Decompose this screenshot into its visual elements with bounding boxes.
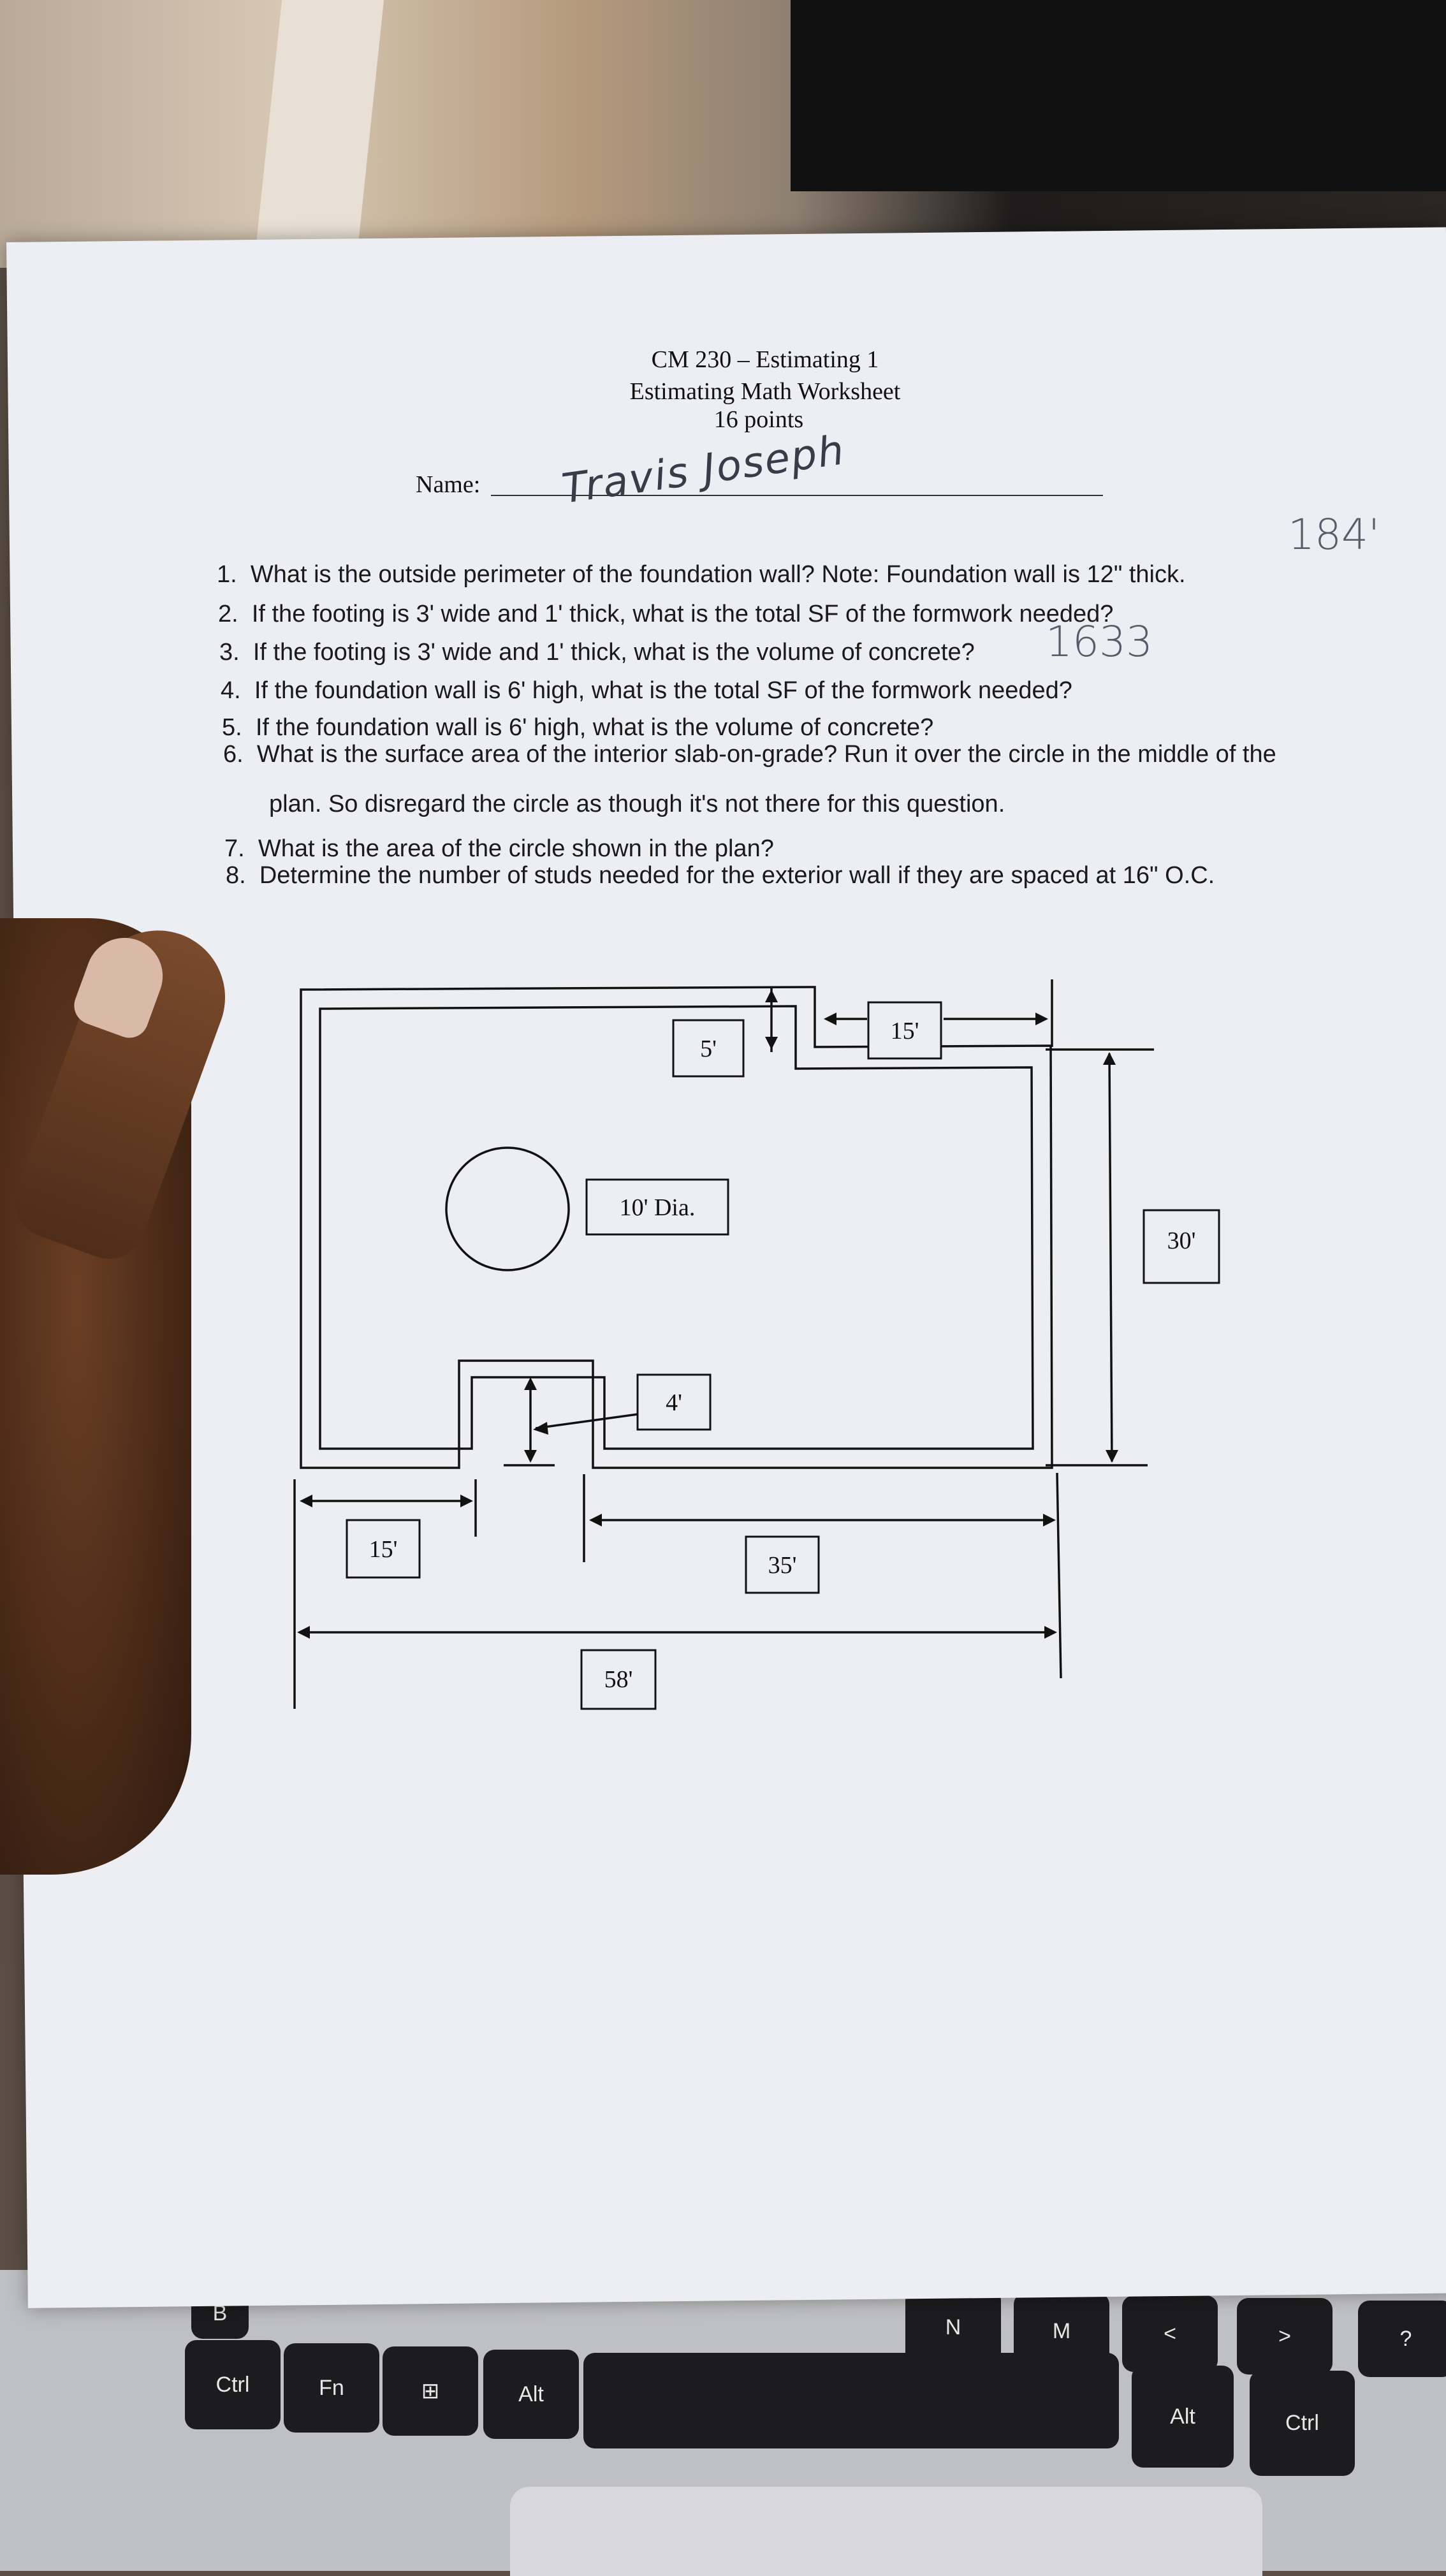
- foundation-wall-inner: [319, 1005, 1034, 1450]
- key-slash[interactable]: ?: [1358, 2301, 1446, 2377]
- points-label: 16 points: [713, 406, 804, 433]
- label-box-circle: [585, 1178, 729, 1236]
- dim-height: 30': [1167, 1227, 1196, 1254]
- question-text: If the foundation wall is 6' high, what …: [255, 714, 934, 741]
- key-ctrl-right[interactable]: Ctrl: [1250, 2371, 1355, 2476]
- question-number: 6.: [223, 741, 244, 768]
- key-ctrl-right-label: Ctrl: [1285, 2411, 1319, 2435]
- question-text: Determine the number of studs needed for…: [259, 862, 1215, 889]
- circle-10ft: [445, 1146, 570, 1271]
- question-number: 4.: [221, 677, 241, 704]
- dimension-arrowheads: [297, 990, 1118, 1639]
- course-title: CM 230 – Estimating 1: [651, 346, 879, 373]
- question-text: What is the area of the circle shown in …: [258, 835, 774, 862]
- foundation-wall-outer: [300, 986, 1053, 1469]
- dim-notch-top: 5': [700, 1036, 717, 1062]
- question-text: plan. So disregard the circle as though …: [269, 791, 1005, 817]
- key-alt-left-label: Alt: [518, 2382, 544, 2406]
- key-b-label: B: [212, 2301, 228, 2325]
- key-n-label: N: [945, 2315, 961, 2339]
- handwritten-answer-q1: 184': [1288, 510, 1380, 559]
- key-fn-label: Fn: [319, 2375, 344, 2400]
- key-ctrl-left[interactable]: Ctrl: [185, 2340, 281, 2429]
- question-3: 3. If the footing is 3' wide and 1' thic…: [219, 639, 975, 666]
- question-4: 4. If the foundation wall is 6' high, wh…: [221, 677, 1072, 705]
- label-box-overall: [580, 1649, 657, 1710]
- name-line: [491, 495, 1103, 496]
- key-comma[interactable]: <: [1122, 2295, 1218, 2372]
- windows-icon: ⊞: [421, 2379, 440, 2403]
- question-8: 8. Determine the number of studs needed …: [226, 862, 1215, 889]
- key-ctrl-left-label: Ctrl: [215, 2372, 250, 2397]
- dim-notch-bottom: 4': [666, 1389, 682, 1416]
- question-text: What is the outside perimeter of the fou…: [250, 561, 1186, 588]
- key-period-label: >: [1278, 2324, 1291, 2348]
- label-box-top-right: [867, 1001, 942, 1060]
- question-text: If the foundation wall is 6' high, what …: [254, 677, 1072, 704]
- question-number: 5.: [222, 714, 242, 741]
- question-number: 7.: [224, 835, 245, 862]
- key-alt-right-label: Alt: [1170, 2404, 1195, 2429]
- key-windows[interactable]: ⊞: [383, 2346, 478, 2436]
- key-m-label: M: [1052, 2318, 1071, 2343]
- key-slash-label: ?: [1399, 2326, 1412, 2351]
- question-number: 1.: [217, 561, 237, 588]
- question-number: 3.: [219, 639, 240, 666]
- question-number: 8.: [226, 862, 246, 889]
- label-box-bottom-left: [346, 1519, 421, 1579]
- key-space[interactable]: [583, 2353, 1119, 2448]
- dim-circle: 10' Dia.: [620, 1194, 696, 1221]
- background-tv: [791, 0, 1446, 191]
- dim-bottom-left: 15': [369, 1536, 398, 1563]
- dim-top-right: 15': [891, 1018, 919, 1044]
- label-box-notch-bottom: [636, 1373, 712, 1431]
- question-6-continued: plan. So disregard the circle as though …: [269, 791, 1005, 818]
- question-1: 1. What is the outside perimeter of the …: [217, 561, 1186, 589]
- worksheet-title: Estimating Math Worksheet: [629, 378, 901, 405]
- handwritten-answer-q3: 1633: [1046, 617, 1153, 666]
- question-2: 2. If the footing is 3' wide and 1' thic…: [218, 601, 1113, 628]
- key-alt-right[interactable]: Alt: [1132, 2366, 1234, 2468]
- key-fn[interactable]: Fn: [284, 2343, 379, 2433]
- key-alt-left[interactable]: Alt: [483, 2350, 579, 2439]
- key-comma-label: <: [1164, 2321, 1176, 2346]
- question-6: 6. What is the surface area of the inter…: [223, 741, 1276, 768]
- question-number: 2.: [218, 601, 238, 627]
- question-7: 7. What is the area of the circle shown …: [224, 835, 774, 863]
- question-5: 5. If the foundation wall is 6' high, wh…: [222, 714, 933, 742]
- dim-overall: 58': [604, 1666, 633, 1693]
- label-box-notch-top: [672, 1019, 745, 1078]
- question-text: If the footing is 3' wide and 1' thick, …: [251, 601, 1114, 627]
- laptop-touchpad[interactable]: [510, 2487, 1262, 2576]
- key-period[interactable]: >: [1237, 2298, 1333, 2375]
- question-text: What is the surface area of the interior…: [256, 741, 1276, 768]
- question-text: If the footing is 3' wide and 1' thick, …: [252, 639, 975, 666]
- label-box-bottom-mid: [745, 1535, 820, 1594]
- label-box-height: [1143, 1209, 1220, 1284]
- name-label: Name:: [416, 471, 481, 498]
- dim-bottom-mid: 35': [768, 1552, 797, 1579]
